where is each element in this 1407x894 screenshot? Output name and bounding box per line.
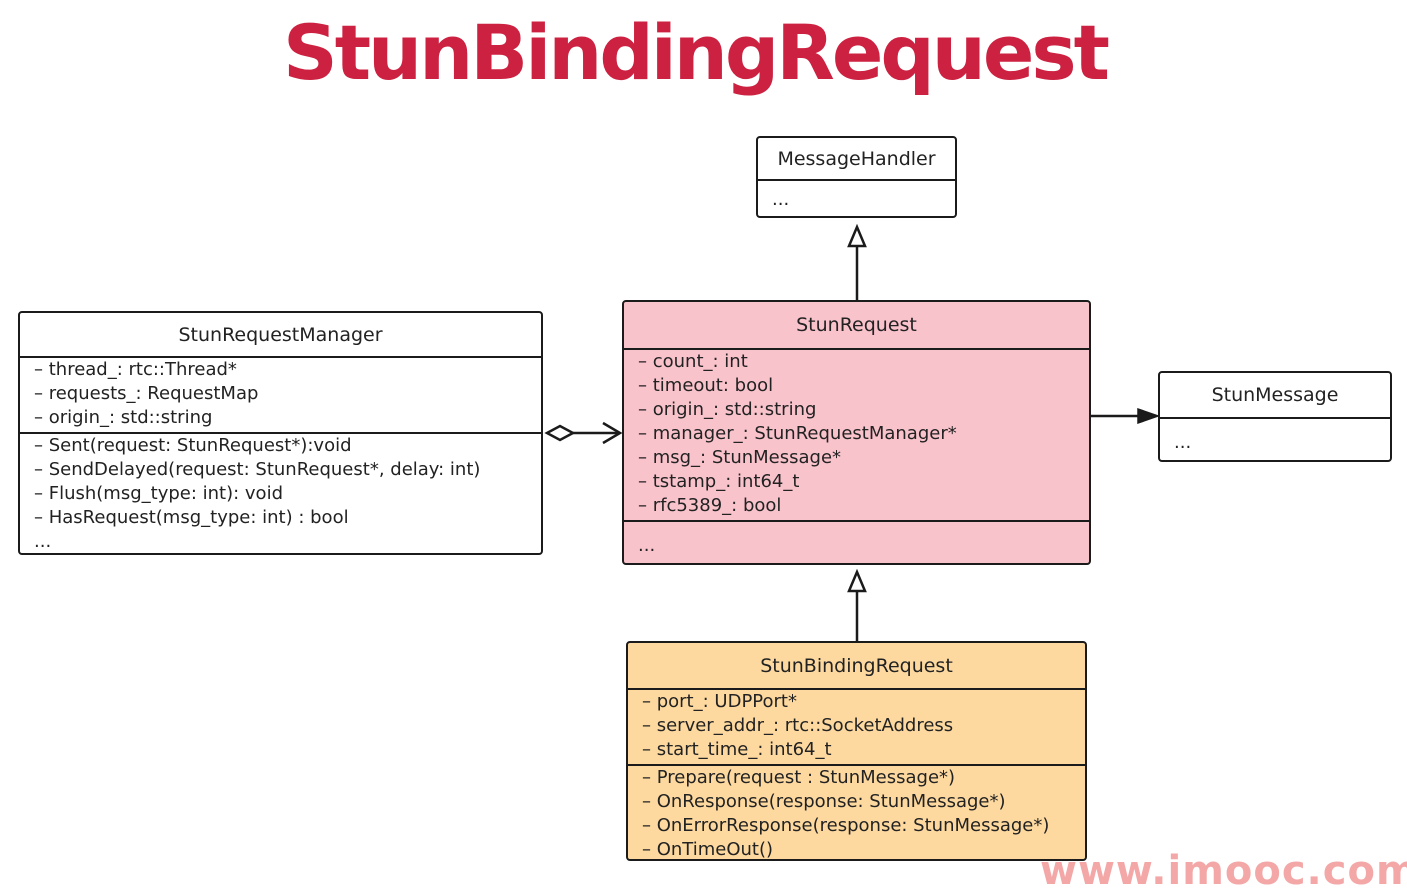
method-list: ... xyxy=(624,520,1089,558)
watermark: www.imooc.com xyxy=(1040,848,1407,894)
aggregation-diamond xyxy=(544,424,576,442)
method: – OnErrorResponse(response: StunMessage*… xyxy=(642,815,1050,836)
method: ... xyxy=(638,535,656,556)
attribute: – count_: int xyxy=(638,351,748,372)
method: – OnTimeOut() xyxy=(642,839,774,860)
method: ... xyxy=(34,531,52,552)
attribute: – requests_: RequestMap xyxy=(34,383,259,404)
method-list: – Sent(request: StunRequest*):void – Sen… xyxy=(20,432,541,553)
attribute: – rfc5389_: bool xyxy=(638,495,782,516)
class-name: MessageHandler xyxy=(758,138,955,181)
attribute: – start_time_: int64_t xyxy=(642,739,832,760)
inheritance-arrowhead-messagehandler xyxy=(847,223,867,248)
class-message-handler: MessageHandler ... xyxy=(756,136,957,218)
method-list: – Prepare(request : StunMessage*) – OnRe… xyxy=(628,764,1085,860)
attribute: – timeout: bool xyxy=(638,375,774,396)
aggregation-arrowhead xyxy=(602,421,623,445)
attribute: – port_: UDPPort* xyxy=(642,691,797,712)
association-arrowhead xyxy=(1137,407,1161,425)
diagram-title: StunBindingRequest xyxy=(282,8,1110,97)
method: – Prepare(request : StunMessage*) xyxy=(642,767,956,788)
attribute: – thread_: rtc::Thread* xyxy=(34,359,237,380)
attribute-list: – count_: int – timeout: bool – origin_:… xyxy=(624,350,1089,520)
attribute: – server_addr_: rtc::SocketAddress xyxy=(642,715,954,736)
attribute: – manager_: StunRequestManager* xyxy=(638,423,957,444)
inheritance-arrowhead-stunrequest xyxy=(847,568,867,593)
method: – OnResponse(response: StunMessage*) xyxy=(642,791,1006,812)
attribute: – origin_: std::string xyxy=(34,407,213,428)
attribute-list: – thread_: rtc::Thread* – requests_: Req… xyxy=(20,358,541,432)
class-name: StunRequestManager xyxy=(20,313,541,358)
class-stun-request-manager: StunRequestManager – thread_: rtc::Threa… xyxy=(18,311,543,555)
class-body: ... xyxy=(772,189,790,210)
class-name: StunBindingRequest xyxy=(628,643,1085,690)
class-stun-message: StunMessage ... xyxy=(1158,371,1392,462)
attribute: – origin_: std::string xyxy=(638,399,817,420)
class-body: ... xyxy=(1174,432,1192,453)
class-name: StunRequest xyxy=(624,302,1089,350)
method: – SendDelayed(request: StunRequest*, del… xyxy=(34,459,481,480)
attribute: – msg_: StunMessage* xyxy=(638,447,842,468)
method: – Sent(request: StunRequest*):void xyxy=(34,435,352,456)
class-stun-request: StunRequest – count_: int – timeout: boo… xyxy=(622,300,1091,565)
class-stun-binding-request: StunBindingRequest – port_: UDPPort* – s… xyxy=(626,641,1087,861)
attribute-list: – port_: UDPPort* – server_addr_: rtc::S… xyxy=(628,690,1085,764)
method: – Flush(msg_type: int): void xyxy=(34,483,283,504)
method: – HasRequest(msg_type: int) : bool xyxy=(34,507,349,528)
attribute: – tstamp_: int64_t xyxy=(638,471,800,492)
class-name: StunMessage xyxy=(1160,373,1390,419)
